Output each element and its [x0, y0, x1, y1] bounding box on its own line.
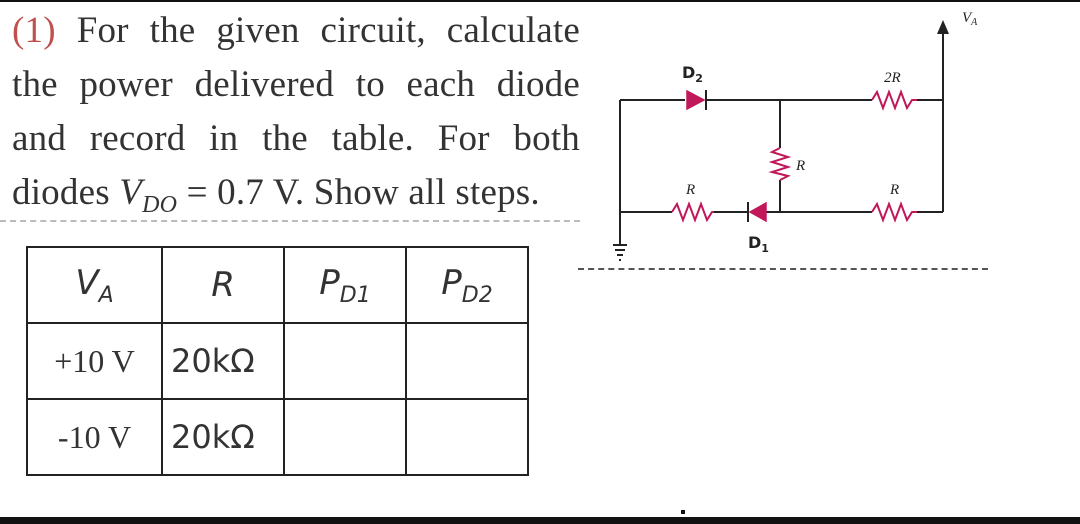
cell-pd1[interactable] [283, 322, 407, 400]
stray-dot [681, 510, 685, 514]
circuit-diagram: VA D2 2R R R D1 R [613, 10, 978, 261]
header-va: VA [26, 246, 163, 324]
resistor-2r-label: 2R [884, 70, 901, 86]
table-header-row: VA R PD1 PD2 [26, 246, 529, 324]
top-border-line [0, 0, 1080, 2]
problem-line-2: the power delivered to each diode [12, 64, 580, 105]
bottom-border-line [0, 517, 1080, 524]
resistor-2r-icon [871, 89, 917, 111]
resistor-mid-label: R [795, 158, 805, 174]
cell-r: 20kΩ [161, 322, 285, 400]
header-pd1: PD1 [283, 246, 407, 324]
cell-pd1[interactable] [283, 398, 407, 476]
d1-label: D1 [748, 233, 769, 255]
va-arrow-icon [937, 20, 949, 34]
problem-statement: (1) For the given circuit, calculate the… [12, 4, 580, 232]
cell-r: 20kΩ [161, 398, 285, 476]
d2-label: D2 [682, 63, 703, 85]
problem-text-4b: = 0.7 V. Show all steps. [186, 172, 540, 213]
vdo-symbol: V [119, 172, 143, 213]
cell-va: +10 V [26, 322, 163, 400]
diode-d2-icon [686, 89, 707, 111]
resistor-bottom-left-label: R [685, 182, 695, 198]
cell-va: -10 V [26, 398, 163, 476]
cell-pd2[interactable] [405, 322, 529, 400]
cell-pd2[interactable] [405, 398, 529, 476]
problem-text-4a: diodes [12, 172, 110, 213]
problem-number: (1) [12, 10, 56, 51]
problem-text-1: For the given circuit, calculate [76, 10, 580, 51]
table-row: +10 V 20kΩ [26, 322, 529, 400]
resistor-bottom-right-label: R [889, 182, 899, 198]
resistor-bottom-right-icon [871, 201, 917, 223]
problem-line-4: diodes VDO = 0.7 V. Show all steps. [12, 166, 580, 232]
section-divider-right [578, 268, 988, 270]
section-divider-left [0, 220, 580, 222]
problem-line-3: and record in the table. For both [12, 118, 580, 159]
circuit-wires [619, 32, 944, 245]
ground-icon [613, 244, 627, 261]
diode-d1-icon [747, 201, 767, 223]
va-label: VA [962, 10, 978, 28]
results-table: VA R PD1 PD2 +10 V 20kΩ -10 V 20kΩ [26, 246, 529, 476]
problem-line-1: (1) For the given circuit, calculate [12, 4, 580, 58]
table-row: -10 V 20kΩ [26, 398, 529, 476]
vdo-subscript: DO [142, 192, 178, 218]
resistor-mid-icon [768, 147, 792, 181]
header-pd2: PD2 [405, 246, 529, 324]
resistor-bottom-left-icon [671, 201, 714, 223]
header-r: R [161, 246, 285, 324]
